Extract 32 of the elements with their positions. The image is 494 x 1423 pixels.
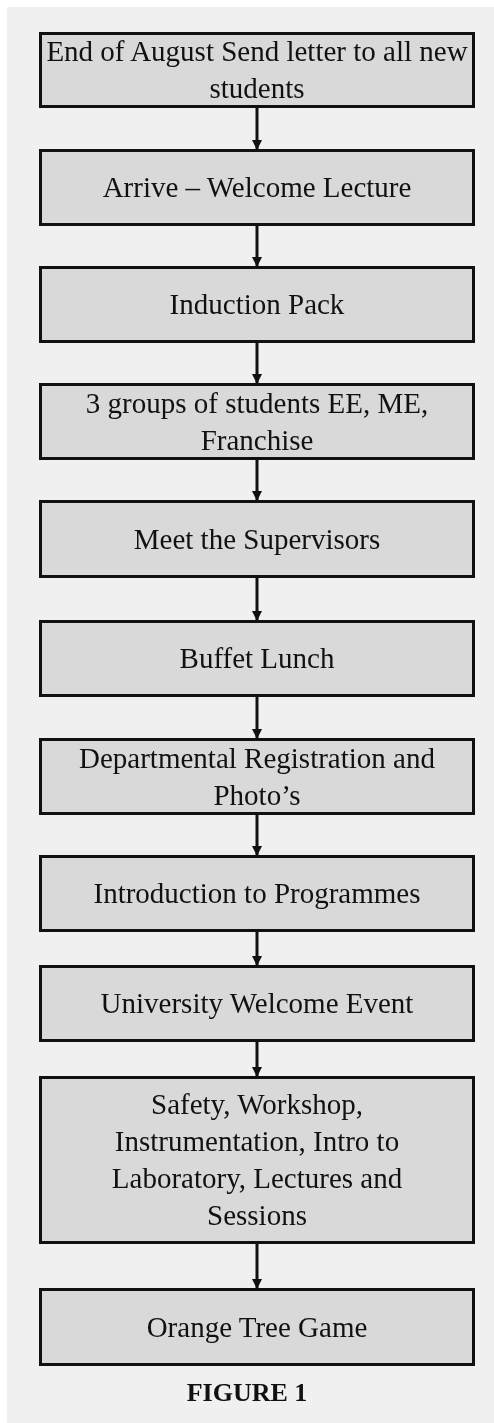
process-box (39, 620, 475, 697)
figure-caption: FIGURE 1 (185, 1378, 309, 1408)
process-box (39, 266, 475, 343)
step-text: Safety, Workshop, Instrumentation, Intro to Laboratory, Lectures and Sessions (110, 1087, 404, 1233)
step-text: End of August Send letter to all new students (45, 34, 469, 106)
process-box (39, 149, 475, 226)
step-text: University Welcome Event (99, 986, 415, 1021)
arrow (252, 226, 262, 267)
step-text: Buffet Lunch (178, 641, 336, 676)
arrow (252, 343, 262, 384)
arrow (252, 108, 262, 150)
process-box (39, 383, 475, 460)
step-text: Departmental Registration and Photo’s (78, 740, 436, 813)
process-box (39, 500, 475, 578)
arrow (252, 578, 262, 621)
arrow (252, 697, 262, 739)
arrow (252, 1244, 262, 1289)
process-box (39, 738, 475, 815)
step-text: Introduction to Programmes (93, 876, 421, 911)
arrow (252, 932, 262, 966)
process-box (39, 965, 475, 1042)
arrow (252, 815, 262, 856)
step-text: Arrive – Welcome Lecture (101, 170, 413, 205)
step-text: 3 groups of students EE, ME, Franchise (84, 385, 430, 458)
process-box (39, 1288, 475, 1366)
step-text: Induction Pack (168, 287, 346, 322)
process-box (39, 1076, 475, 1244)
arrow (252, 460, 262, 501)
step-text: Orange Tree Game (145, 1309, 369, 1345)
step-text: Meet the Supervisors (132, 521, 382, 557)
arrow (252, 1042, 262, 1077)
process-box (39, 855, 475, 932)
